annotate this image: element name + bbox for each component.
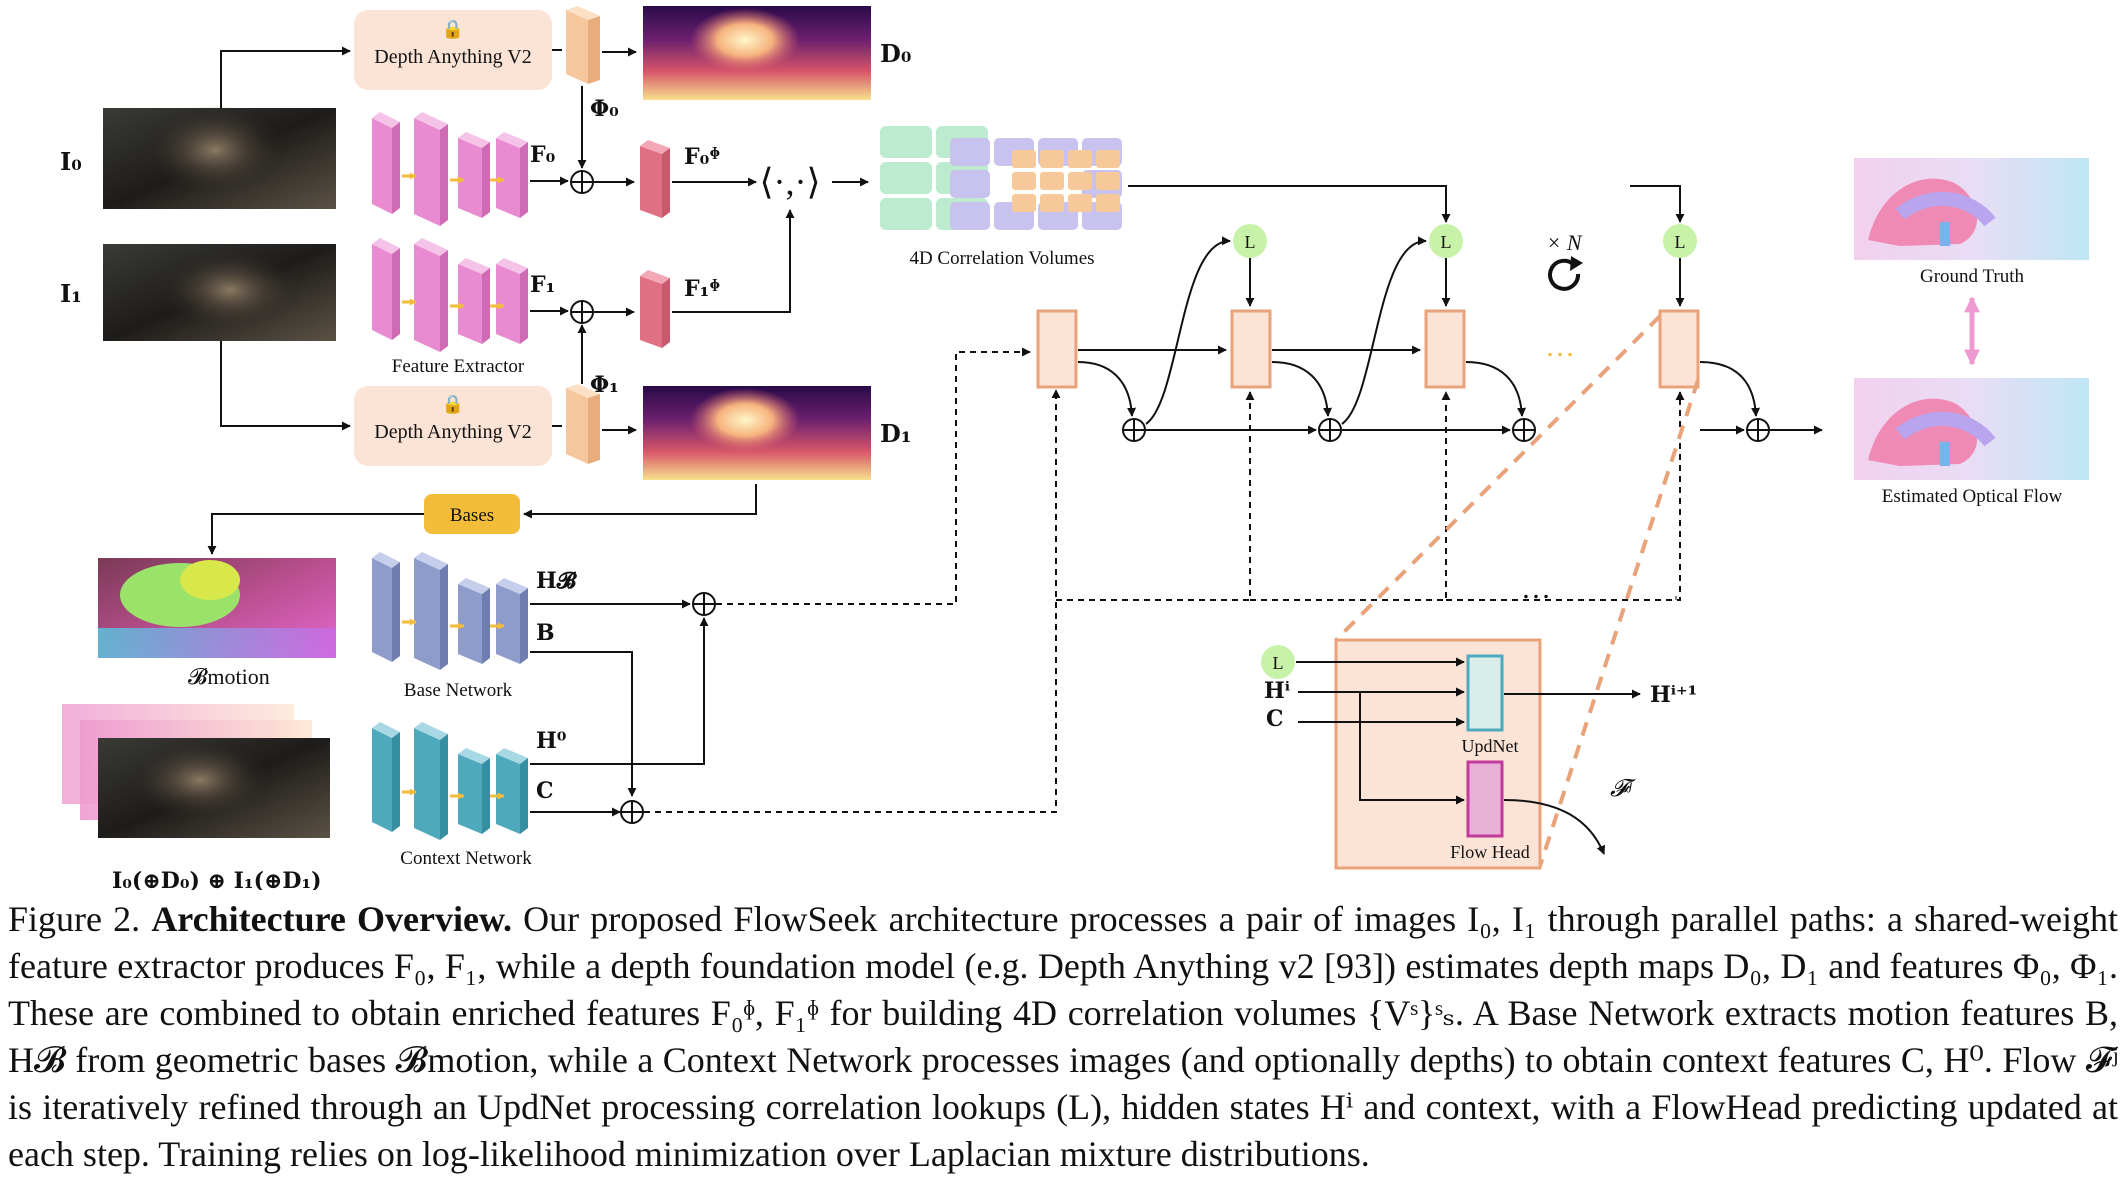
update-block-1 [1036,309,1078,389]
label-d1: D₁ [880,419,911,448]
svg-text:L: L [1441,232,1452,252]
label-f0phi: F₀ᶲ [684,144,721,170]
label-c: C [536,778,554,804]
updnet-label: UpdNet [1462,736,1519,756]
ellipsis-bottom: … [1521,572,1551,605]
ellipsis-top: … [1545,330,1575,363]
feature-extractor-top [372,112,528,226]
architecture-diagram: I₀ I₁ 🔒 Depth Anything V2 🔒 Depth Anythi… [60,6,2089,890]
flow-add-node-3 [1512,418,1536,442]
feature-extractor-bottom [372,238,528,352]
svg-text:Depth Anything V2: Depth Anything V2 [374,46,531,68]
label-b: B [536,620,555,646]
caption-text: Our proposed FlowSeek architecture proce… [8,899,2119,1174]
context-network-label: Context Network [400,848,532,869]
lock-icon: 🔒 [442,394,464,414]
label-i1: I₁ [60,279,82,308]
feature-extractor-label: Feature Extractor [392,356,525,377]
context-network [372,722,528,840]
dashed-hidden-to-update [716,347,1031,605]
base-network [372,552,528,670]
enriched-feature-f0 [640,140,670,218]
depth-map-d1 [643,386,871,480]
label-fj: 𝓕ʲ [1610,776,1636,802]
label-f0: F₀ [530,142,556,168]
corr-to-lookup [1128,185,1451,223]
update-block-3 [1424,309,1466,389]
label-bmotion: 𝓑motion [188,664,270,689]
update-block-2 [1230,309,1272,389]
lookup-node-3: L [1663,224,1697,258]
ground-truth-label: Ground Truth [1920,266,2024,287]
label-d0: D₀ [880,39,911,68]
label-phi0: Φ₀ [590,96,619,122]
label-hi1: Hⁱ⁺¹ [1650,682,1697,708]
lookup-node-2: L [1429,224,1463,258]
caption-title: Architecture Overview. [151,899,513,939]
label-hi: Hⁱ [1264,678,1290,704]
loop-icon [1548,256,1583,291]
depth-model-top: 🔒 Depth Anything V2 [354,10,552,90]
flow-add-node-2 [1318,418,1342,442]
label-hb: H𝓑 [536,568,578,594]
context-input-stack [62,704,330,838]
input-image-i1 [103,244,336,341]
add-node-f1 [570,300,594,324]
times-n-label: × N [1546,230,1582,255]
ground-truth-image [1854,158,2089,260]
input-image-i0 [103,105,336,209]
lookup-node-1: L [1233,224,1267,258]
flow-add-node-last [1746,418,1770,442]
lookup-node-inset: L [1261,645,1295,679]
add-node-hb [692,592,716,616]
figure-caption: Figure 2. Architecture Overview. Our pro… [8,896,2118,1178]
estimated-flow-label: Estimated Optical Flow [1882,486,2063,507]
lock-icon: 🔒 [442,19,464,39]
flow-head-block [1466,760,1504,838]
updnet-block [1466,654,1504,732]
correlation-volumes [880,126,1122,230]
label-f1: F₁ [530,272,555,298]
arrow-i1-to-depth [220,341,351,431]
depth-map-d0 [643,6,871,100]
flow-head-label: Flow Head [1450,842,1530,862]
d1-to-bases [523,484,757,519]
dashed-context-to-update [644,389,1061,813]
update-block-last [1658,309,1700,389]
caption-fig: Figure 2. [8,899,141,939]
svg-text:L: L [1675,232,1686,252]
base-network-label: Base Network [404,680,513,701]
phi0-block [566,6,600,84]
svg-text:Bases: Bases [450,505,494,526]
label-c-inset: C [1266,706,1284,732]
depth-model-bottom: 🔒 Depth Anything V2 [354,386,552,466]
bases-box: Bases [424,494,520,534]
label-phi1: Φ₁ [590,372,619,398]
motion-bases-image [98,558,336,658]
svg-text:L: L [1245,232,1256,252]
bases-to-motion [207,513,424,555]
add-node-c [620,800,644,824]
label-i0: I₀ [60,147,82,176]
label-input-stack: I₀(⊕D₀) ⊕ I₁(⊕D₁) [112,868,322,890]
svg-text:L: L [1273,653,1284,673]
arrow-i0-to-depth [220,46,351,108]
estimated-flow-image [1854,378,2089,480]
phi1-block [566,384,600,464]
label-h0: H⁰ [536,728,567,754]
update-inset [1334,638,1542,870]
corr-volumes-label: 4D Correlation Volumes [909,248,1094,269]
svg-text:Depth Anything V2: Depth Anything V2 [374,421,531,443]
corr-to-last-lookup [1630,185,1685,223]
inner-product: ⟨·,·⟩ [759,162,820,202]
flow-add-node-1 [1122,418,1146,442]
enriched-feature-f1 [640,270,670,348]
add-node-f0 [570,170,594,194]
label-f1phi: F₁ᶲ [684,276,721,302]
